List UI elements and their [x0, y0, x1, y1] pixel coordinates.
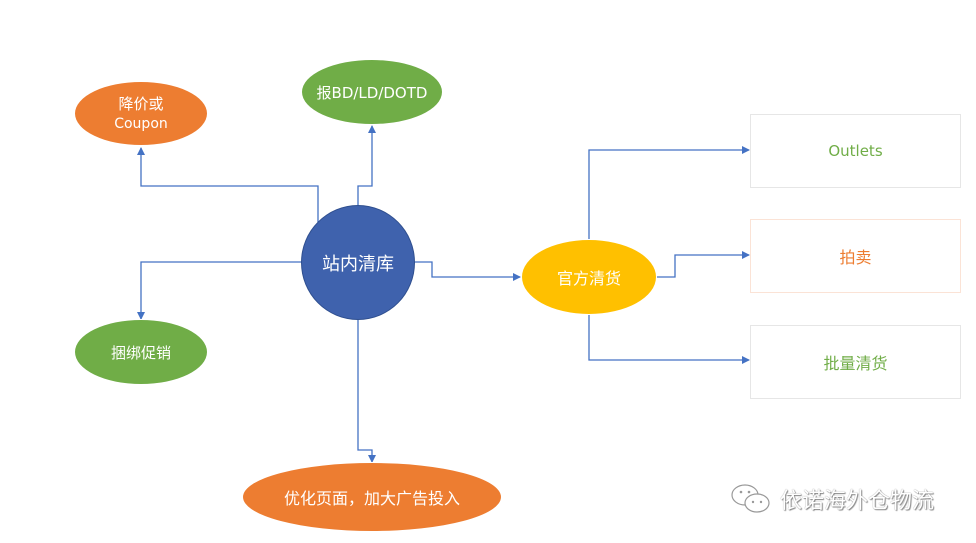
center-label: 站内清库: [322, 253, 394, 275]
optimize-label: 优化页面，加大广告投入: [283, 489, 460, 508]
outlets-box: Outlets: [750, 114, 961, 188]
auction-box: 拍卖: [750, 219, 961, 293]
connector-to-official: [415, 261, 521, 281]
optimize-node: 优化页面，加大广告投入: [242, 462, 502, 532]
connector-to-outlets: [588, 146, 750, 239]
connector-to-deals: [357, 125, 376, 205]
auction-label: 拍卖: [839, 248, 872, 267]
bulk-label: 批量清货: [823, 354, 888, 373]
discount-coupon-node: 降价或 Coupon: [74, 81, 208, 146]
connector-to-optimize: [357, 320, 376, 463]
watermark-text: 依诺海外仓物流: [780, 489, 935, 514]
deals-label: 报BD/LD/DOTD: [316, 83, 428, 102]
bundle-node: 捆绑促销: [74, 319, 208, 385]
center-node: 站内清库: [301, 205, 415, 320]
discount-line2: Coupon: [114, 115, 168, 132]
wechat-icon: [731, 484, 770, 513]
deals-node: 报BD/LD/DOTD: [301, 59, 443, 125]
discount-line1: 降价或: [118, 94, 164, 113]
official-label: 官方清货: [556, 269, 621, 288]
connector-to-discount: [137, 147, 319, 222]
outlets-label: Outlets: [828, 142, 883, 160]
bulk-box: 批量清货: [750, 325, 961, 399]
watermark: 依诺海外仓物流: [730, 482, 934, 516]
official-node: 官方清货: [521, 239, 657, 315]
connector-to-auction: [657, 251, 750, 278]
bundle-label: 捆绑促销: [110, 343, 171, 362]
connector-to-bundle: [137, 261, 302, 320]
connector-to-bulk: [588, 315, 750, 364]
